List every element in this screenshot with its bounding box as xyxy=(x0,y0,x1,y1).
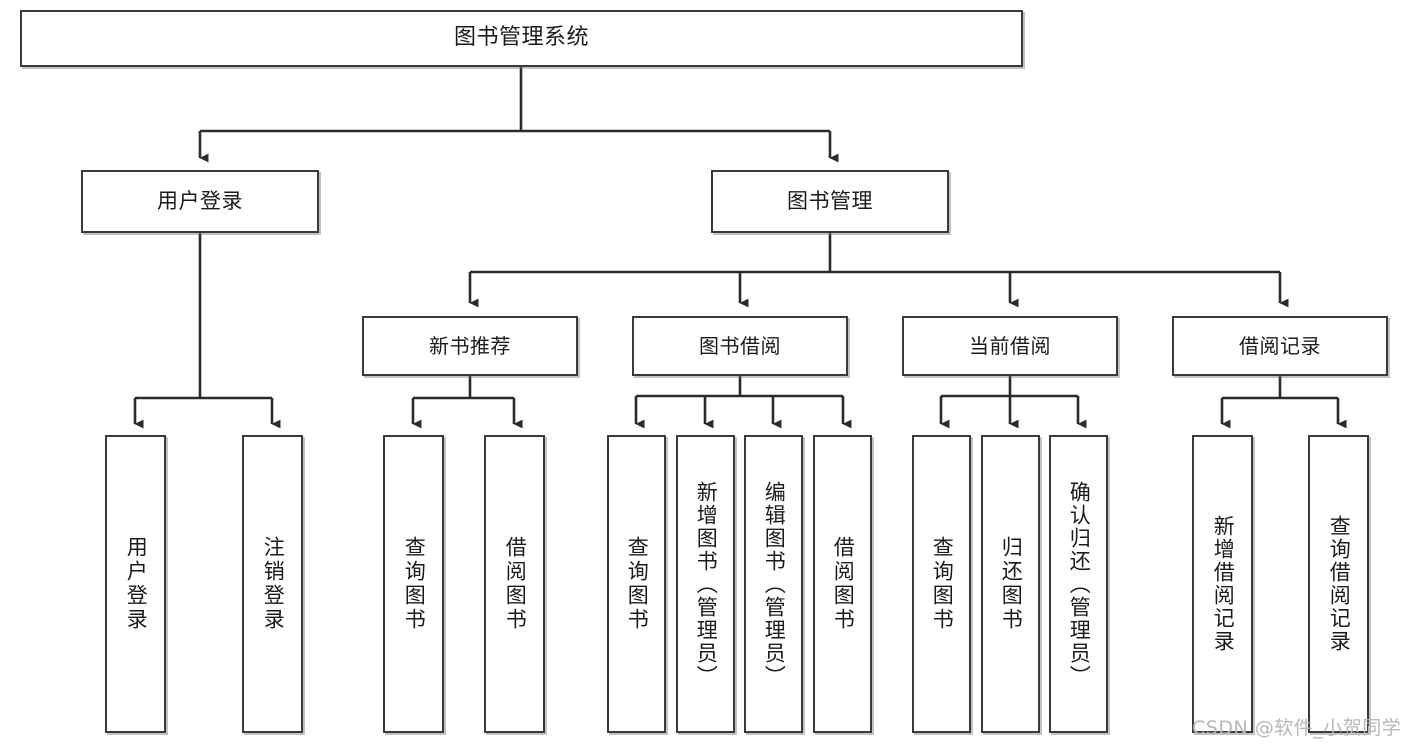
node-user-login[interactable]: 用户登录 xyxy=(81,170,319,233)
node-label: 图书管理 xyxy=(787,188,873,213)
node-current-borrow[interactable]: 当前借阅 xyxy=(902,316,1118,376)
node-label: 查询图书 xyxy=(930,536,955,632)
node-leaf-add-book-admin[interactable]: 新增图书（管理员） xyxy=(676,435,735,733)
node-label: 查询图书 xyxy=(625,536,650,632)
node-label: 借阅图书 xyxy=(831,536,856,632)
node-label: 图书管理系统 xyxy=(453,25,589,51)
node-borrow-record[interactable]: 借阅记录 xyxy=(1172,316,1388,376)
node-label: 用户登录 xyxy=(124,536,149,632)
node-leaf-query-book-recommend[interactable]: 查询图书 xyxy=(383,435,444,733)
node-label: 借阅记录 xyxy=(1239,333,1321,358)
node-leaf-borrow-book-borrow[interactable]: 借阅图书 xyxy=(813,435,872,733)
node-label: 归还图书 xyxy=(999,536,1024,632)
node-leaf-query-book-borrow[interactable]: 查询图书 xyxy=(607,435,666,733)
node-label: 新书推荐 xyxy=(429,333,511,358)
node-leaf-confirm-return-admin[interactable]: 确认归还（管理员） xyxy=(1049,435,1108,733)
node-label: 新增图书（管理员） xyxy=(694,480,719,688)
node-label: 新增借阅记录 xyxy=(1211,515,1236,653)
node-leaf-query-borrow-record[interactable]: 查询借阅记录 xyxy=(1308,435,1369,733)
node-leaf-query-book-current[interactable]: 查询图书 xyxy=(912,435,971,733)
node-book-borrow[interactable]: 图书借阅 xyxy=(632,316,848,376)
node-label: 用户登录 xyxy=(157,188,243,213)
node-leaf-logout[interactable]: 注销登录 xyxy=(242,435,303,733)
node-leaf-return-book[interactable]: 归还图书 xyxy=(981,435,1040,733)
node-new-book-recommend[interactable]: 新书推荐 xyxy=(362,316,578,376)
node-label: 编辑图书（管理员） xyxy=(762,480,787,688)
node-label: 借阅图书 xyxy=(503,536,528,632)
node-label: 查询图书 xyxy=(402,536,427,632)
node-leaf-user-login[interactable]: 用户登录 xyxy=(105,435,166,733)
node-book-management[interactable]: 图书管理 xyxy=(711,170,949,233)
node-label: 图书借阅 xyxy=(699,333,781,358)
node-leaf-add-borrow-record[interactable]: 新增借阅记录 xyxy=(1192,435,1253,733)
node-leaf-borrow-book-recommend[interactable]: 借阅图书 xyxy=(484,435,545,733)
node-label: 当前借阅 xyxy=(969,333,1051,358)
node-label: 查询借阅记录 xyxy=(1327,515,1352,653)
node-label: 确认归还（管理员） xyxy=(1067,480,1092,688)
node-root-system[interactable]: 图书管理系统 xyxy=(20,10,1023,67)
node-label: 注销登录 xyxy=(261,536,286,632)
node-leaf-edit-book-admin[interactable]: 编辑图书（管理员） xyxy=(744,435,803,733)
csdn-watermark: CSDN @软件_小贺同学 xyxy=(1192,717,1402,739)
